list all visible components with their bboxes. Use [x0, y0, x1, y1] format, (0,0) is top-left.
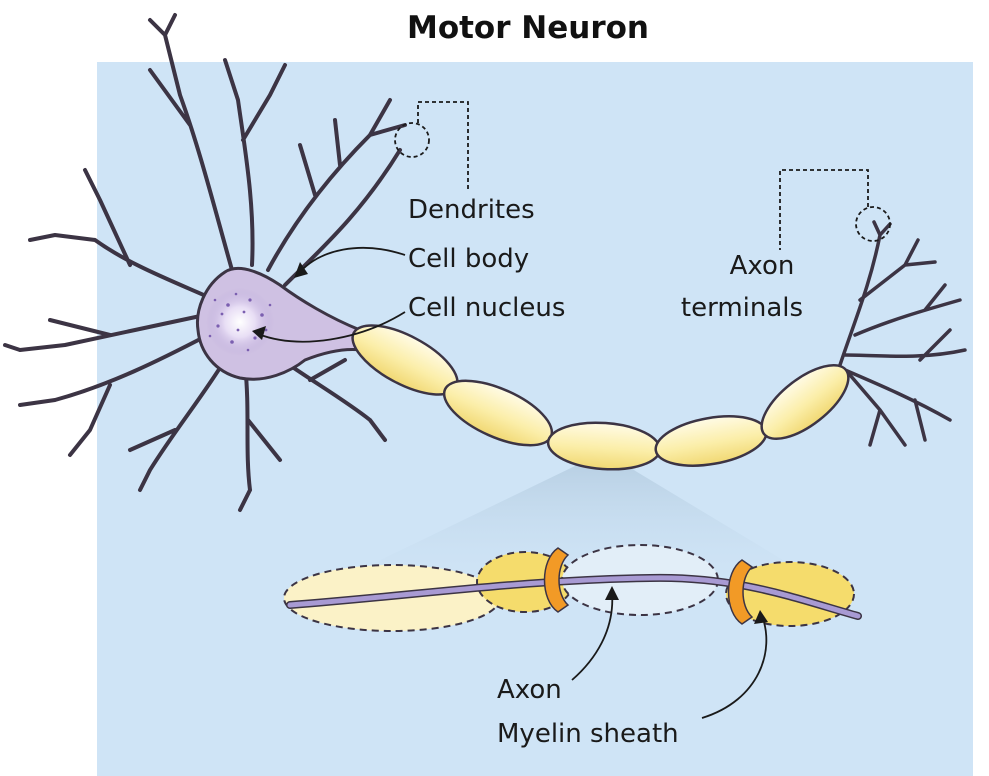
label-cell-body: Cell body	[408, 244, 529, 274]
cell-nucleus	[206, 288, 274, 356]
label-myelin-sheath: Myelin sheath	[497, 719, 679, 749]
label-dendrites: Dendrites	[408, 195, 535, 225]
label-cell-nucleus: Cell nucleus	[408, 293, 565, 323]
label-axon-terminals-line2: terminals	[681, 293, 803, 323]
diagram-title: Motor Neuron	[407, 10, 649, 46]
label-axon: Axon	[497, 675, 562, 705]
label-axon-terminals-line1: Axon	[730, 251, 795, 281]
